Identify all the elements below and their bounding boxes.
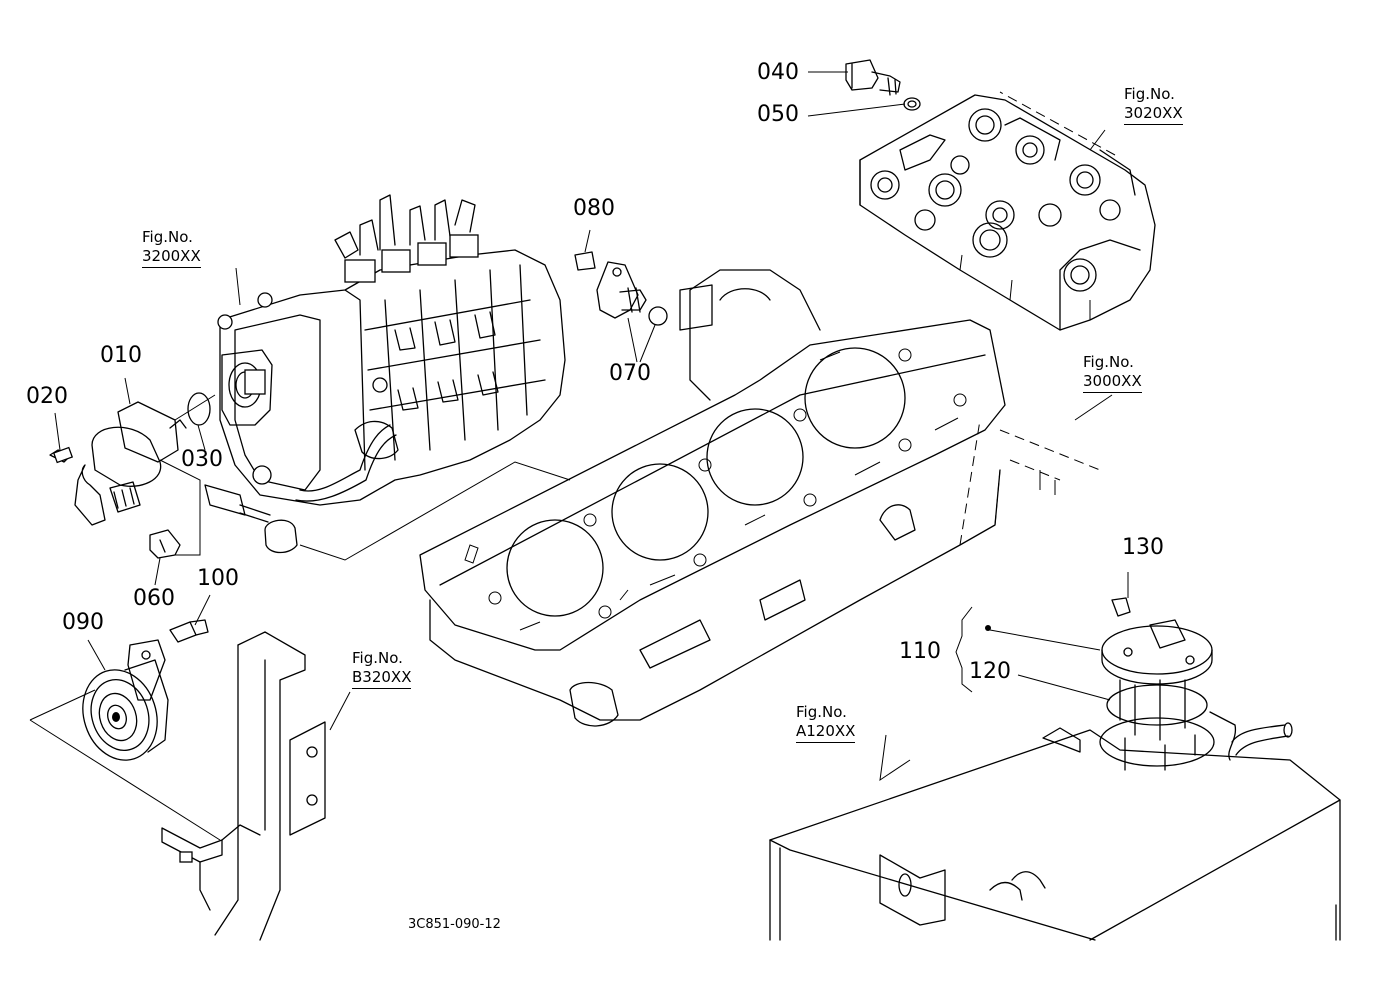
fuel-tank-drawing bbox=[769, 729, 1341, 941]
crank-sensor-drawing bbox=[574, 251, 668, 326]
figure-ref-code: B320XX bbox=[352, 668, 412, 689]
figure-ref-3200xx: Fig.No. 3200XX bbox=[142, 228, 201, 268]
figure-ref-code: A120XX bbox=[796, 722, 856, 743]
figure-ref-label: Fig.No. bbox=[1124, 85, 1175, 103]
horn-drawing bbox=[29, 619, 221, 841]
callout-120: 120 bbox=[969, 659, 1011, 684]
stop-solenoid-drawing bbox=[49, 392, 216, 556]
callout-130: 130 bbox=[1122, 535, 1164, 560]
callout-010: 010 bbox=[100, 343, 142, 368]
figure-ref-label: Fig.No. bbox=[142, 228, 193, 246]
callout-040: 040 bbox=[757, 60, 799, 85]
callout-110: 110 bbox=[899, 639, 941, 664]
frame-bracket-drawing bbox=[161, 631, 326, 941]
head-gasket-drawing bbox=[419, 269, 1101, 727]
callout-060: 060 bbox=[133, 586, 175, 611]
figure-ref-3020xx: Fig.No. 3020XX bbox=[1124, 85, 1183, 125]
figure-ref-3000xx: Fig.No. 3000XX bbox=[1083, 353, 1142, 393]
figure-ref-code: 3000XX bbox=[1083, 372, 1142, 393]
figure-ref-label: Fig.No. bbox=[1083, 353, 1134, 371]
injection-pump-drawing bbox=[204, 194, 571, 561]
callout-030: 030 bbox=[181, 447, 223, 472]
figure-ref-code: 3200XX bbox=[142, 247, 201, 268]
fitting-060-drawing bbox=[149, 529, 181, 559]
callout-080: 080 bbox=[573, 196, 615, 221]
callout-050: 050 bbox=[757, 102, 799, 127]
cylinder-head-drawing bbox=[859, 91, 1156, 331]
figure-ref-b320xx: Fig.No. B320XX bbox=[352, 649, 412, 689]
figure-ref-code: 3020XX bbox=[1124, 104, 1183, 125]
figure-ref-a120xx: Fig.No. A120XX bbox=[796, 703, 856, 743]
figure-ref-label: Fig.No. bbox=[352, 649, 403, 667]
callout-leaders bbox=[54, 71, 1113, 782]
callout-090: 090 bbox=[62, 610, 104, 635]
callout-020: 020 bbox=[26, 384, 68, 409]
drawing-number: 3C851-090-12 bbox=[408, 917, 501, 932]
coolant-sensor-drawing bbox=[845, 59, 921, 111]
callout-070: 070 bbox=[609, 361, 651, 386]
callout-100: 100 bbox=[197, 566, 239, 591]
fuel-sender-drawing bbox=[955, 572, 1293, 771]
figure-ref-label: Fig.No. bbox=[796, 703, 847, 721]
